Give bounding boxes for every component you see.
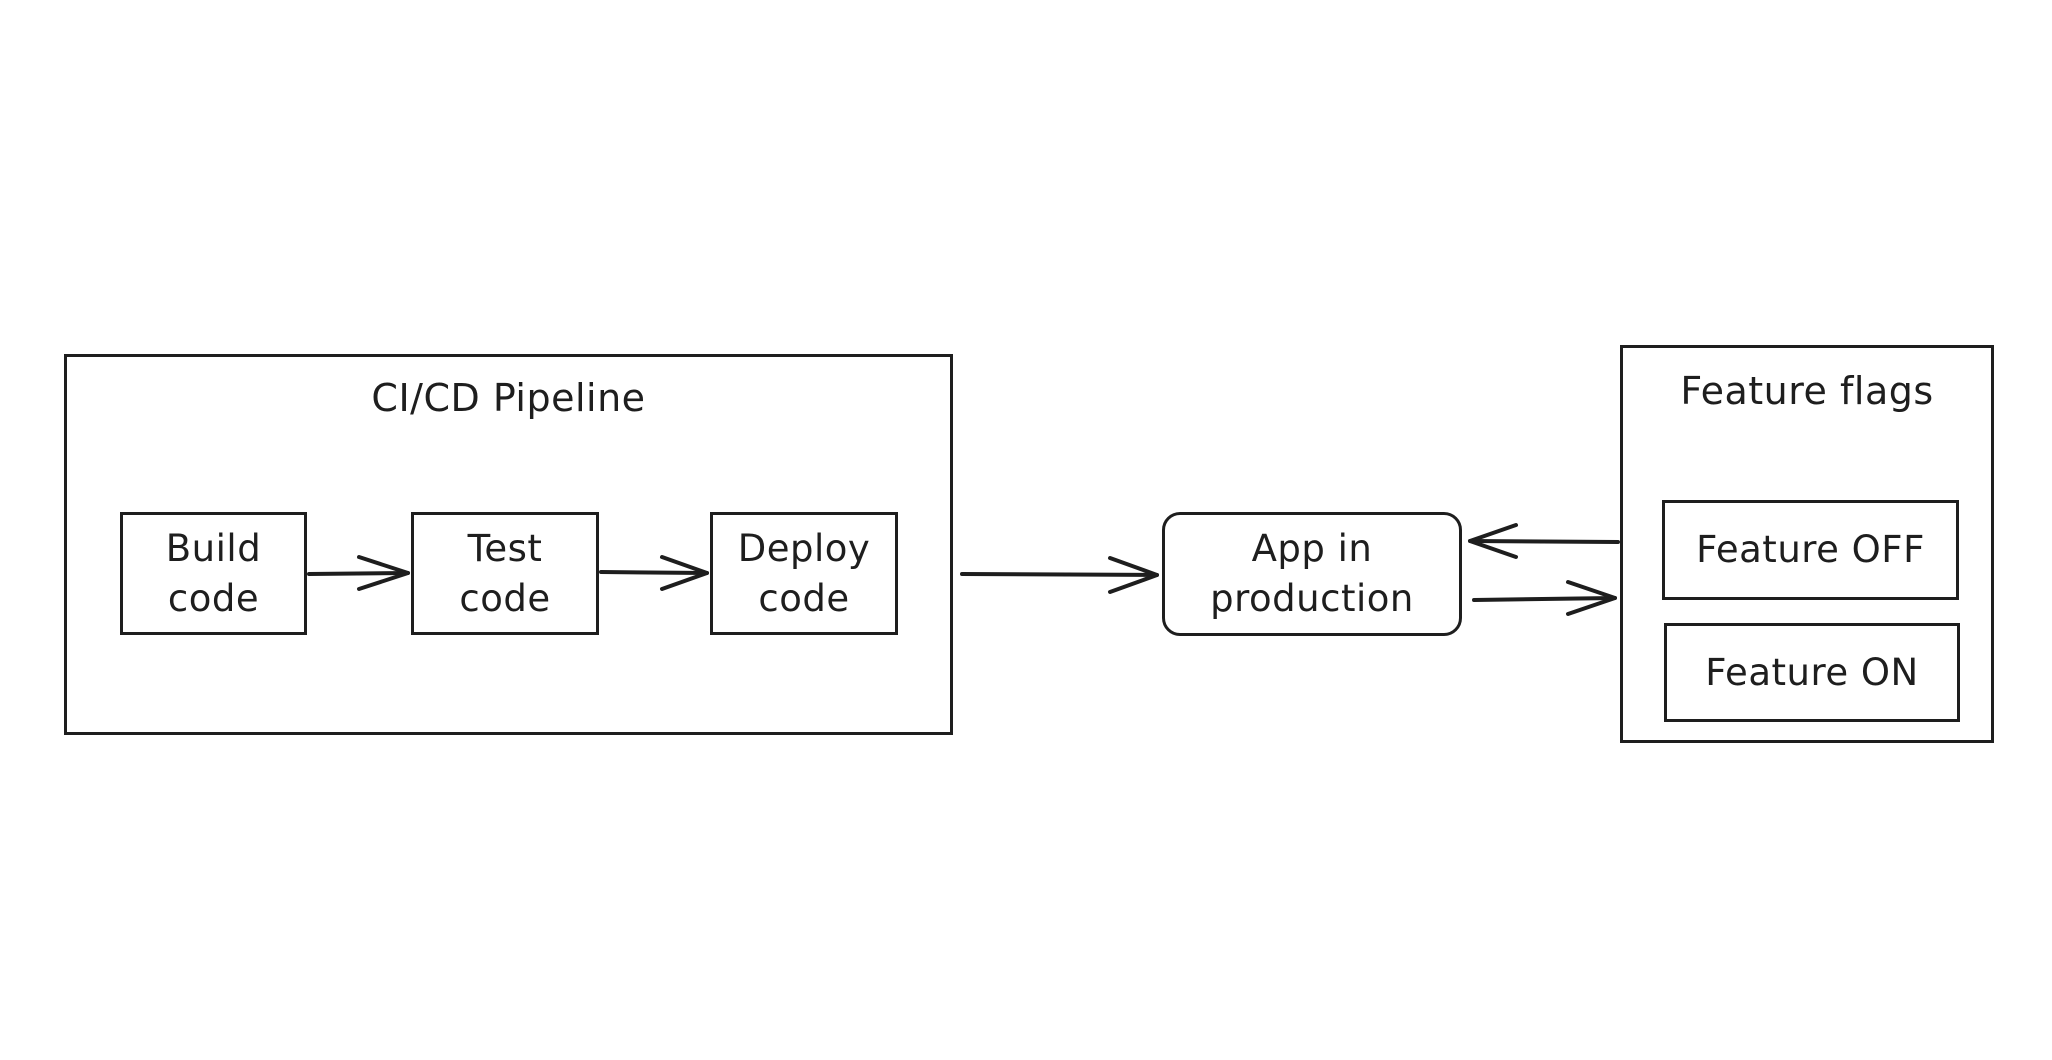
arrow-app-to-flags [1472,580,1617,616]
arrow-pipeline-to-app [960,556,1159,594]
feature-off-label: Feature OFF [1696,528,1925,571]
step-test-label: Test code [459,526,551,620]
feature-on-box: Feature ON [1664,623,1960,722]
feature-flags-title: Feature flags [1680,369,1934,413]
pipeline-group: CI/CD Pipeline [64,354,953,735]
app-in-production: App in production [1162,512,1462,636]
pipeline-title: CI/CD Pipeline [371,376,646,420]
feature-flags-group: Feature flags [1620,345,1994,743]
feature-on-label: Feature ON [1705,650,1919,694]
app-label: App in production [1210,527,1414,620]
step-deploy-label: Deploy code [737,526,871,620]
step-build: Build code [120,512,307,635]
feature-off-box: Feature OFF [1662,500,1959,600]
arrow-flags-to-app [1468,523,1620,559]
step-test: Test code [411,512,599,635]
step-deploy: Deploy code [710,512,898,635]
step-build-label: Build code [165,526,262,620]
